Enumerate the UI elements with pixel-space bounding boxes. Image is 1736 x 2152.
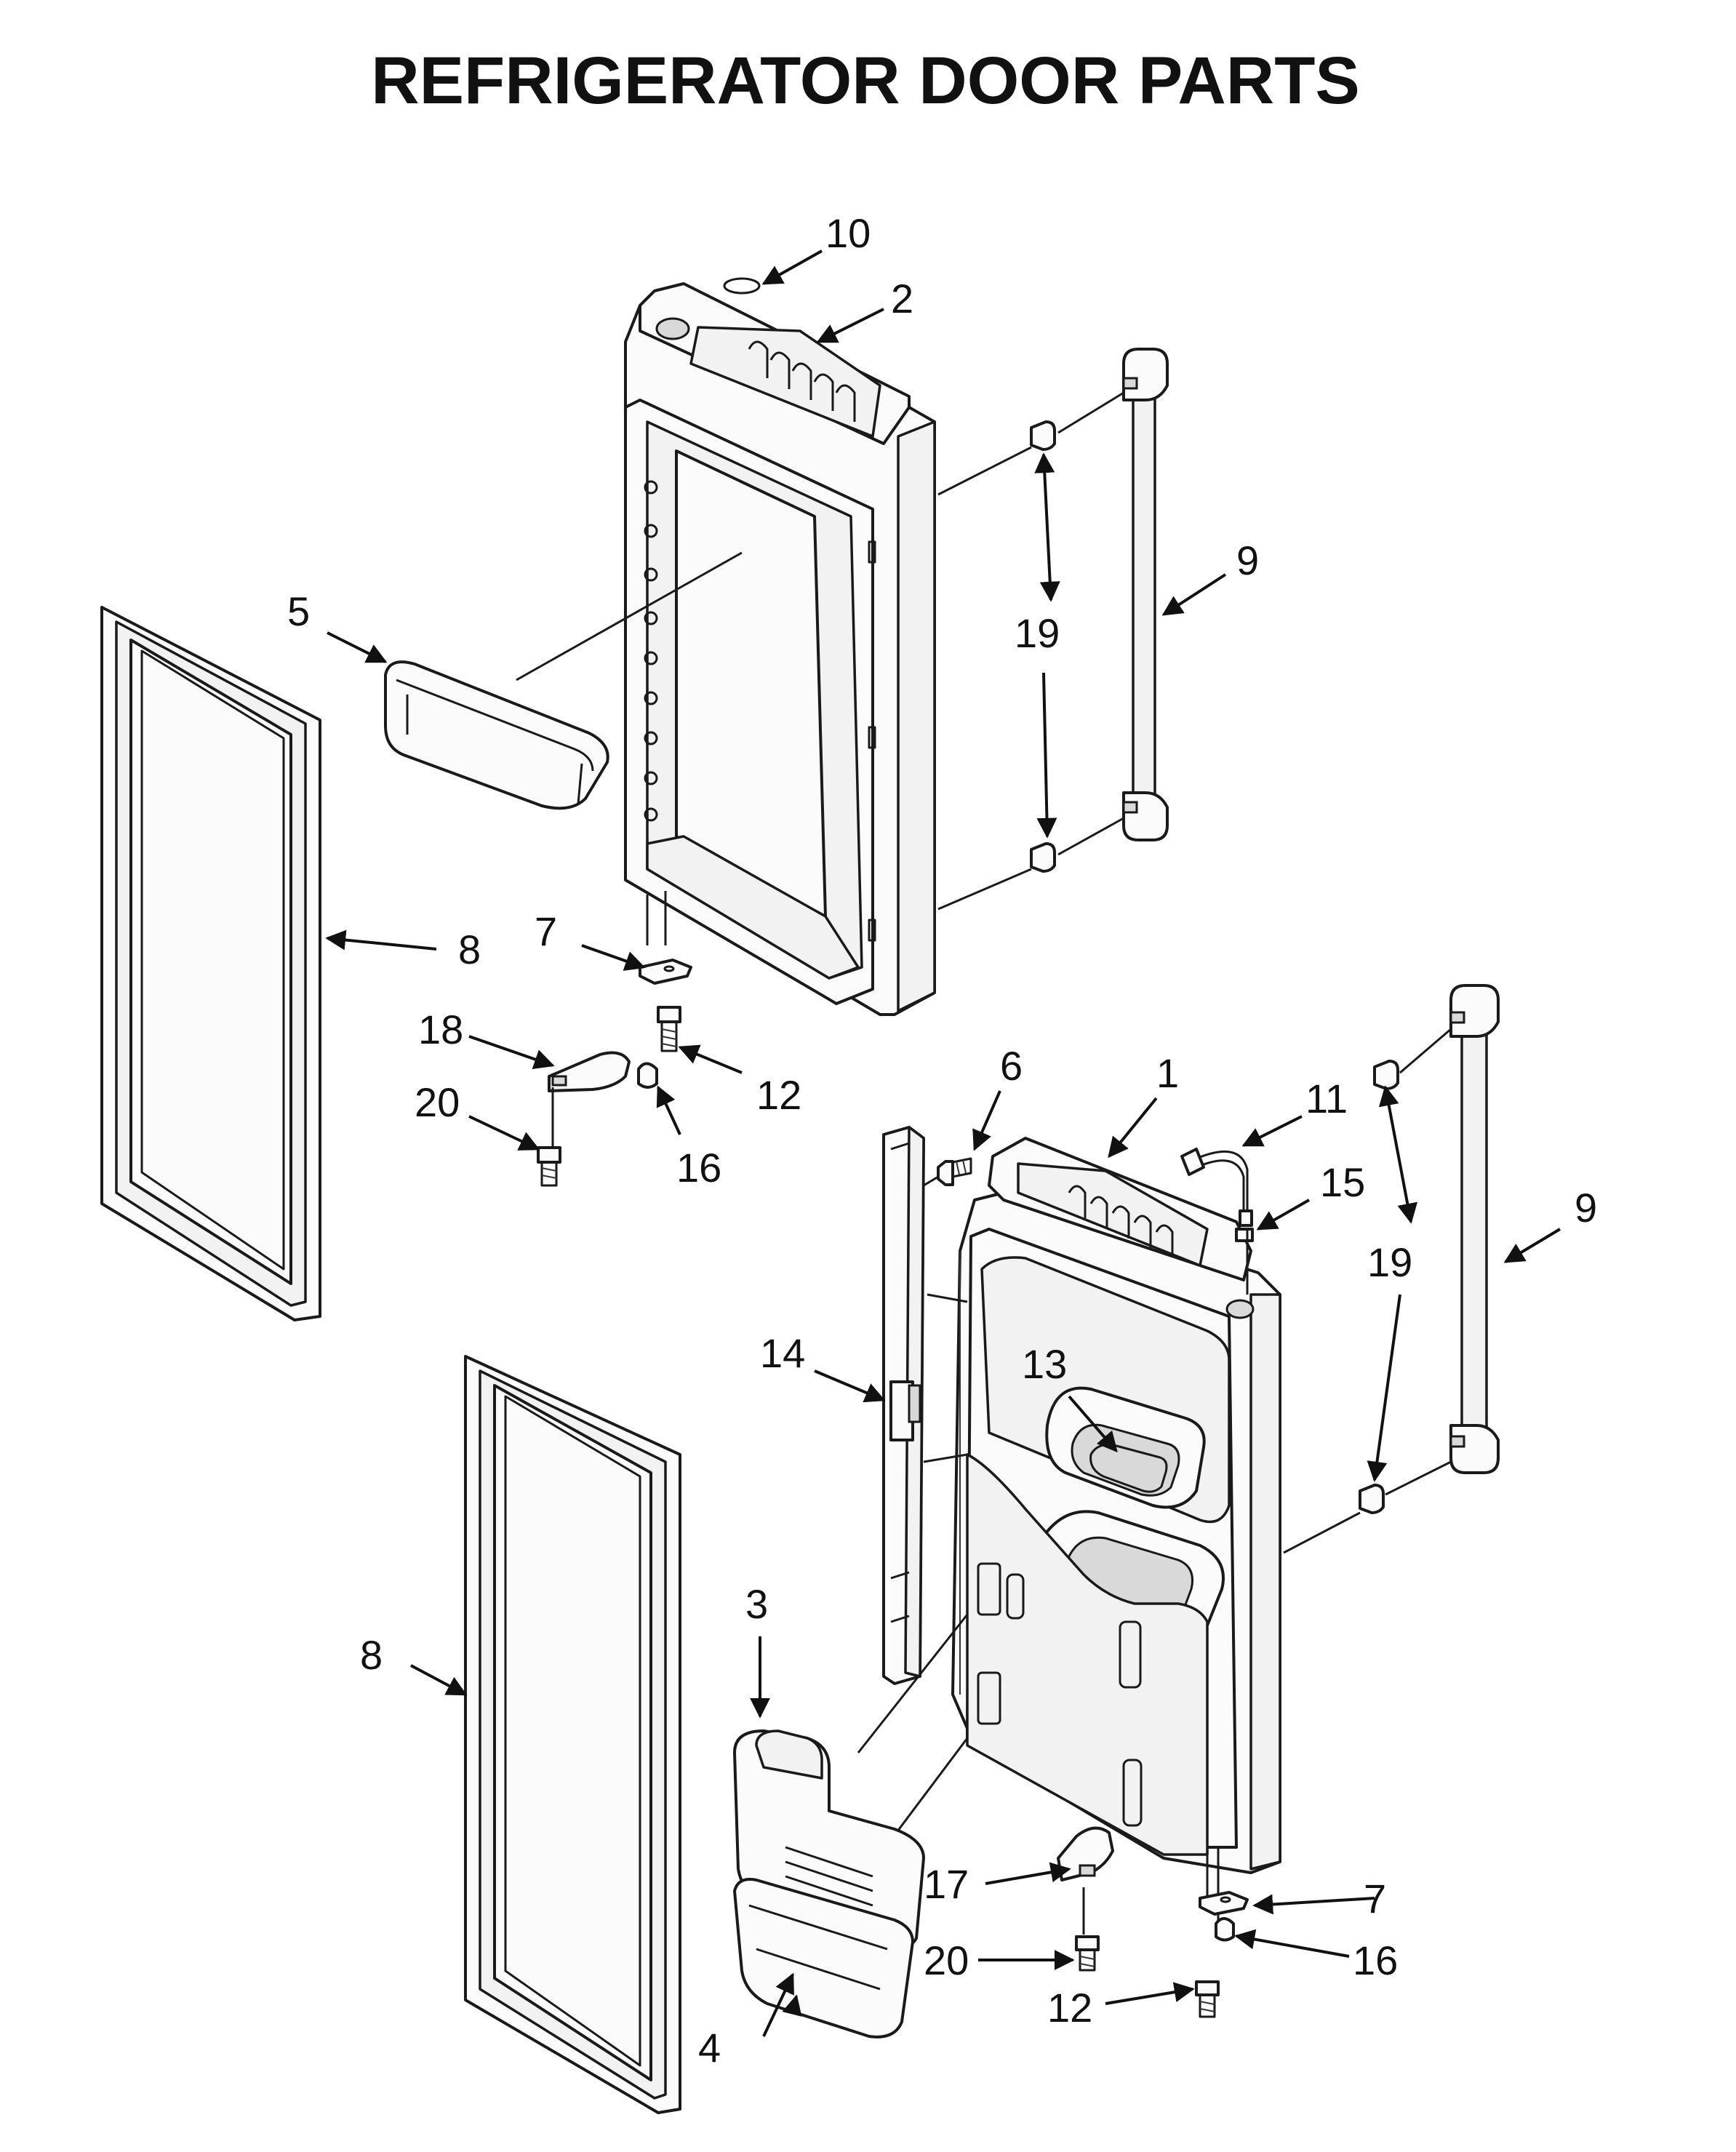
- callout-12-lower: 12: [1047, 1985, 1092, 2031]
- leader-lines-upper: [516, 391, 1124, 945]
- part-19-screw-lower-a: [1373, 1060, 1399, 1090]
- part-20-screw-upper: [537, 1146, 561, 1187]
- callout-11: 11: [1305, 1076, 1348, 1121]
- callout-2: 2: [891, 276, 913, 321]
- callout-3: 3: [745, 1581, 768, 1627]
- callout-8-upper: 8: [458, 927, 481, 972]
- part-20-screw-lower: [1075, 1935, 1100, 1972]
- part-8-gasket-lower: [464, 1355, 681, 2114]
- part-5-door-bin: [384, 660, 609, 810]
- callout-7-upper: 7: [535, 908, 557, 954]
- part-19-screw-upper-a: [1030, 420, 1056, 451]
- part-11-water-tube: [1180, 1148, 1253, 1227]
- callout-19-lower: 19: [1367, 1239, 1412, 1285]
- part-18-hinge-cover: [548, 1051, 631, 1092]
- callout-1: 1: [1156, 1050, 1179, 1096]
- part-9-handle-lower: [1449, 984, 1500, 1474]
- part-7-hinge-plate-lower: [1199, 1891, 1249, 1916]
- callout-6: 6: [1000, 1043, 1023, 1089]
- callout-12-upper: 12: [756, 1072, 801, 1118]
- callout-15: 15: [1320, 1159, 1365, 1205]
- callout-5: 5: [287, 588, 310, 634]
- leader-lines-lower: [857, 1028, 1452, 1935]
- callout-8-lower: 8: [360, 1632, 383, 1678]
- callout-17: 17: [924, 1861, 969, 1907]
- callout-16-upper: 16: [676, 1145, 721, 1191]
- part-4-door-bin: [733, 1878, 914, 2039]
- callout-numbers: 10 2 9 19 5 8 7 18 12 20 16 6 1 11 15 9 …: [287, 210, 1597, 2071]
- callout-9-lower: 9: [1575, 1185, 1597, 1231]
- callout-14: 14: [760, 1330, 805, 1376]
- part-17-hinge-cover: [1057, 1826, 1114, 1935]
- upper-door-liner: [624, 282, 936, 1016]
- part-16-bushing-lower: [1215, 1917, 1235, 1942]
- part-8-gasket-upper: [100, 606, 321, 1321]
- callout-4: 4: [698, 2025, 721, 2071]
- callout-20-lower: 20: [924, 1937, 969, 1983]
- callout-16-lower: 16: [1353, 1937, 1398, 1983]
- callout-19-upper: 19: [1015, 610, 1060, 656]
- callout-10: 10: [825, 210, 871, 256]
- callout-arrows: [325, 249, 1561, 2037]
- callout-7-lower: 7: [1364, 1876, 1386, 1921]
- part-19-screw-lower-b: [1359, 1484, 1385, 1514]
- page-title: REFRIGERATOR DOOR PARTS: [371, 44, 1360, 118]
- part-6-screw: [937, 1157, 972, 1186]
- part-14-mullion: [882, 1126, 925, 1685]
- part-15-fitting: [1235, 1228, 1254, 1242]
- part-16-bushing-upper: [637, 1062, 658, 1089]
- callout-9-upper: 9: [1236, 537, 1259, 583]
- callout-13: 13: [1022, 1341, 1067, 1387]
- part-12-screw-upper: [657, 1006, 681, 1052]
- part-9-handle-upper: [1122, 348, 1169, 841]
- lower-door-dispenser: [951, 1137, 1281, 1874]
- callout-20-upper: 20: [415, 1079, 460, 1125]
- part-7-hinge-plate-upper: [639, 959, 692, 985]
- part-12-screw-lower: [1195, 1980, 1220, 2018]
- part-19-screw-upper-b: [1030, 842, 1056, 873]
- callout-18: 18: [418, 1007, 463, 1052]
- part-10-oval: [723, 277, 761, 295]
